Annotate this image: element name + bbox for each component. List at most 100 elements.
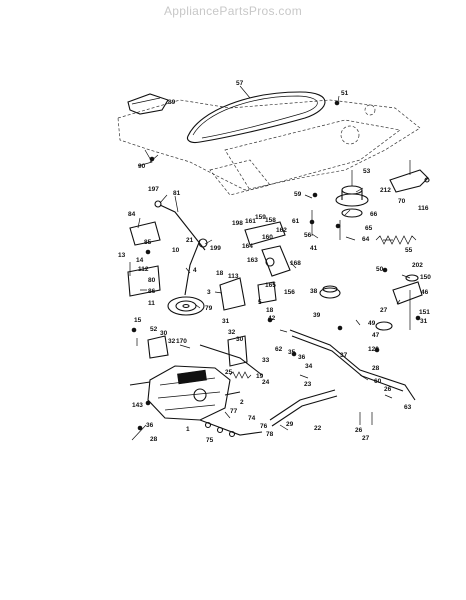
callout-30: 30	[160, 330, 168, 337]
callout-25: 25	[225, 369, 233, 376]
spring-55	[375, 235, 417, 245]
callout-41: 41	[310, 245, 318, 252]
callout-161: 161	[245, 218, 256, 225]
callout-86: 86	[148, 288, 156, 295]
callout-18: 18	[216, 270, 224, 277]
callout-18b: 18	[266, 307, 274, 314]
callout-150: 150	[420, 274, 431, 281]
callout-13: 13	[118, 252, 126, 259]
callout-164: 164	[242, 243, 253, 250]
callout-64: 64	[362, 236, 370, 243]
callout-52: 52	[150, 326, 158, 333]
callout-22: 22	[314, 425, 322, 432]
callout-28b: 28	[150, 436, 158, 443]
rod-22	[269, 389, 338, 427]
callout-113: 113	[228, 273, 239, 280]
callout-1: 1	[186, 426, 190, 433]
callout-33: 33	[262, 357, 270, 364]
brake-rod	[154, 200, 206, 251]
callout-39: 39	[313, 312, 321, 319]
callout-19: 19	[256, 373, 264, 380]
hardware	[129, 100, 421, 441]
callout-47: 47	[372, 332, 380, 339]
callout-75: 75	[206, 437, 214, 444]
callout-112: 112	[138, 266, 149, 273]
callout-61: 61	[292, 218, 300, 225]
callout-78: 78	[266, 431, 274, 438]
rod-75	[199, 419, 263, 438]
callout-36b: 36	[146, 422, 154, 429]
callout-199: 199	[210, 245, 221, 252]
callout-53: 53	[363, 168, 371, 175]
callout-197: 197	[148, 186, 159, 193]
callout-59: 59	[294, 191, 302, 198]
callout-156: 156	[284, 289, 295, 296]
drive-belt	[186, 91, 326, 144]
callout-37: 37	[340, 352, 348, 359]
callout-27b: 27	[362, 435, 370, 442]
callout-74: 74	[248, 415, 256, 422]
transaxle	[129, 365, 241, 421]
callout-81: 81	[173, 190, 181, 197]
callout-31: 31	[222, 318, 230, 325]
callout-151: 151	[419, 309, 430, 316]
callout-50: 50	[376, 266, 384, 273]
callout-labels: 89 57 51 90 53 212 70 116 197 81 59 66 8…	[118, 80, 431, 444]
callout-62: 62	[275, 346, 283, 353]
callout-57: 57	[236, 80, 244, 87]
pedal-bracket	[127, 93, 169, 167]
callout-170: 170	[176, 338, 187, 345]
callout-29: 29	[286, 421, 294, 428]
callout-14: 14	[136, 257, 144, 264]
callout-26b: 26	[355, 427, 363, 434]
site-watermark: AppliancePartsPros.com	[164, 4, 302, 18]
callout-11: 11	[148, 300, 155, 307]
callout-202: 202	[412, 262, 423, 269]
left-bracket	[127, 221, 161, 297]
brake-bracket	[147, 335, 248, 367]
callout-60: 60	[374, 378, 382, 385]
callout-21: 21	[186, 237, 194, 244]
chassis-frame	[117, 99, 421, 196]
callout-79: 79	[205, 305, 213, 312]
clutch-bracket	[219, 277, 277, 311]
callout-15: 15	[134, 317, 142, 324]
callout-32b: 32	[228, 329, 236, 336]
callout-70: 70	[398, 198, 406, 205]
callout-31b: 31	[420, 318, 428, 325]
callout-120: 120	[368, 346, 379, 353]
callout-65: 65	[365, 225, 373, 232]
callout-160: 160	[262, 234, 273, 241]
callout-63: 63	[404, 404, 412, 411]
leader-lines	[137, 85, 411, 431]
callout-162: 162	[276, 227, 287, 234]
callout-56: 56	[304, 232, 312, 239]
callout-4: 4	[193, 267, 197, 274]
callout-36: 36	[298, 354, 306, 361]
callout-89: 89	[168, 99, 176, 106]
idler-assembly	[244, 221, 291, 277]
callout-80: 80	[148, 277, 156, 284]
callout-212: 212	[380, 187, 391, 194]
callout-66: 66	[370, 211, 378, 218]
engine-pulley	[335, 170, 369, 218]
callout-27: 27	[380, 307, 388, 314]
callout-168: 168	[290, 260, 301, 267]
callout-116: 116	[418, 205, 429, 212]
callout-38: 38	[310, 288, 318, 295]
callout-165: 165	[265, 282, 276, 289]
callout-30b: 30	[236, 336, 244, 343]
callout-158: 158	[265, 217, 276, 224]
callout-32: 32	[168, 338, 176, 345]
callout-28: 28	[372, 365, 380, 372]
callout-143: 143	[132, 402, 143, 409]
callout-90: 90	[138, 163, 146, 170]
callout-159: 159	[255, 214, 266, 221]
callout-46: 46	[421, 289, 429, 296]
callout-198: 198	[232, 220, 243, 227]
callout-35: 35	[288, 349, 296, 356]
idler-pulley-38	[319, 285, 341, 299]
shift-rod	[199, 344, 263, 379]
callout-85: 85	[144, 239, 152, 246]
callout-163: 163	[247, 257, 258, 264]
